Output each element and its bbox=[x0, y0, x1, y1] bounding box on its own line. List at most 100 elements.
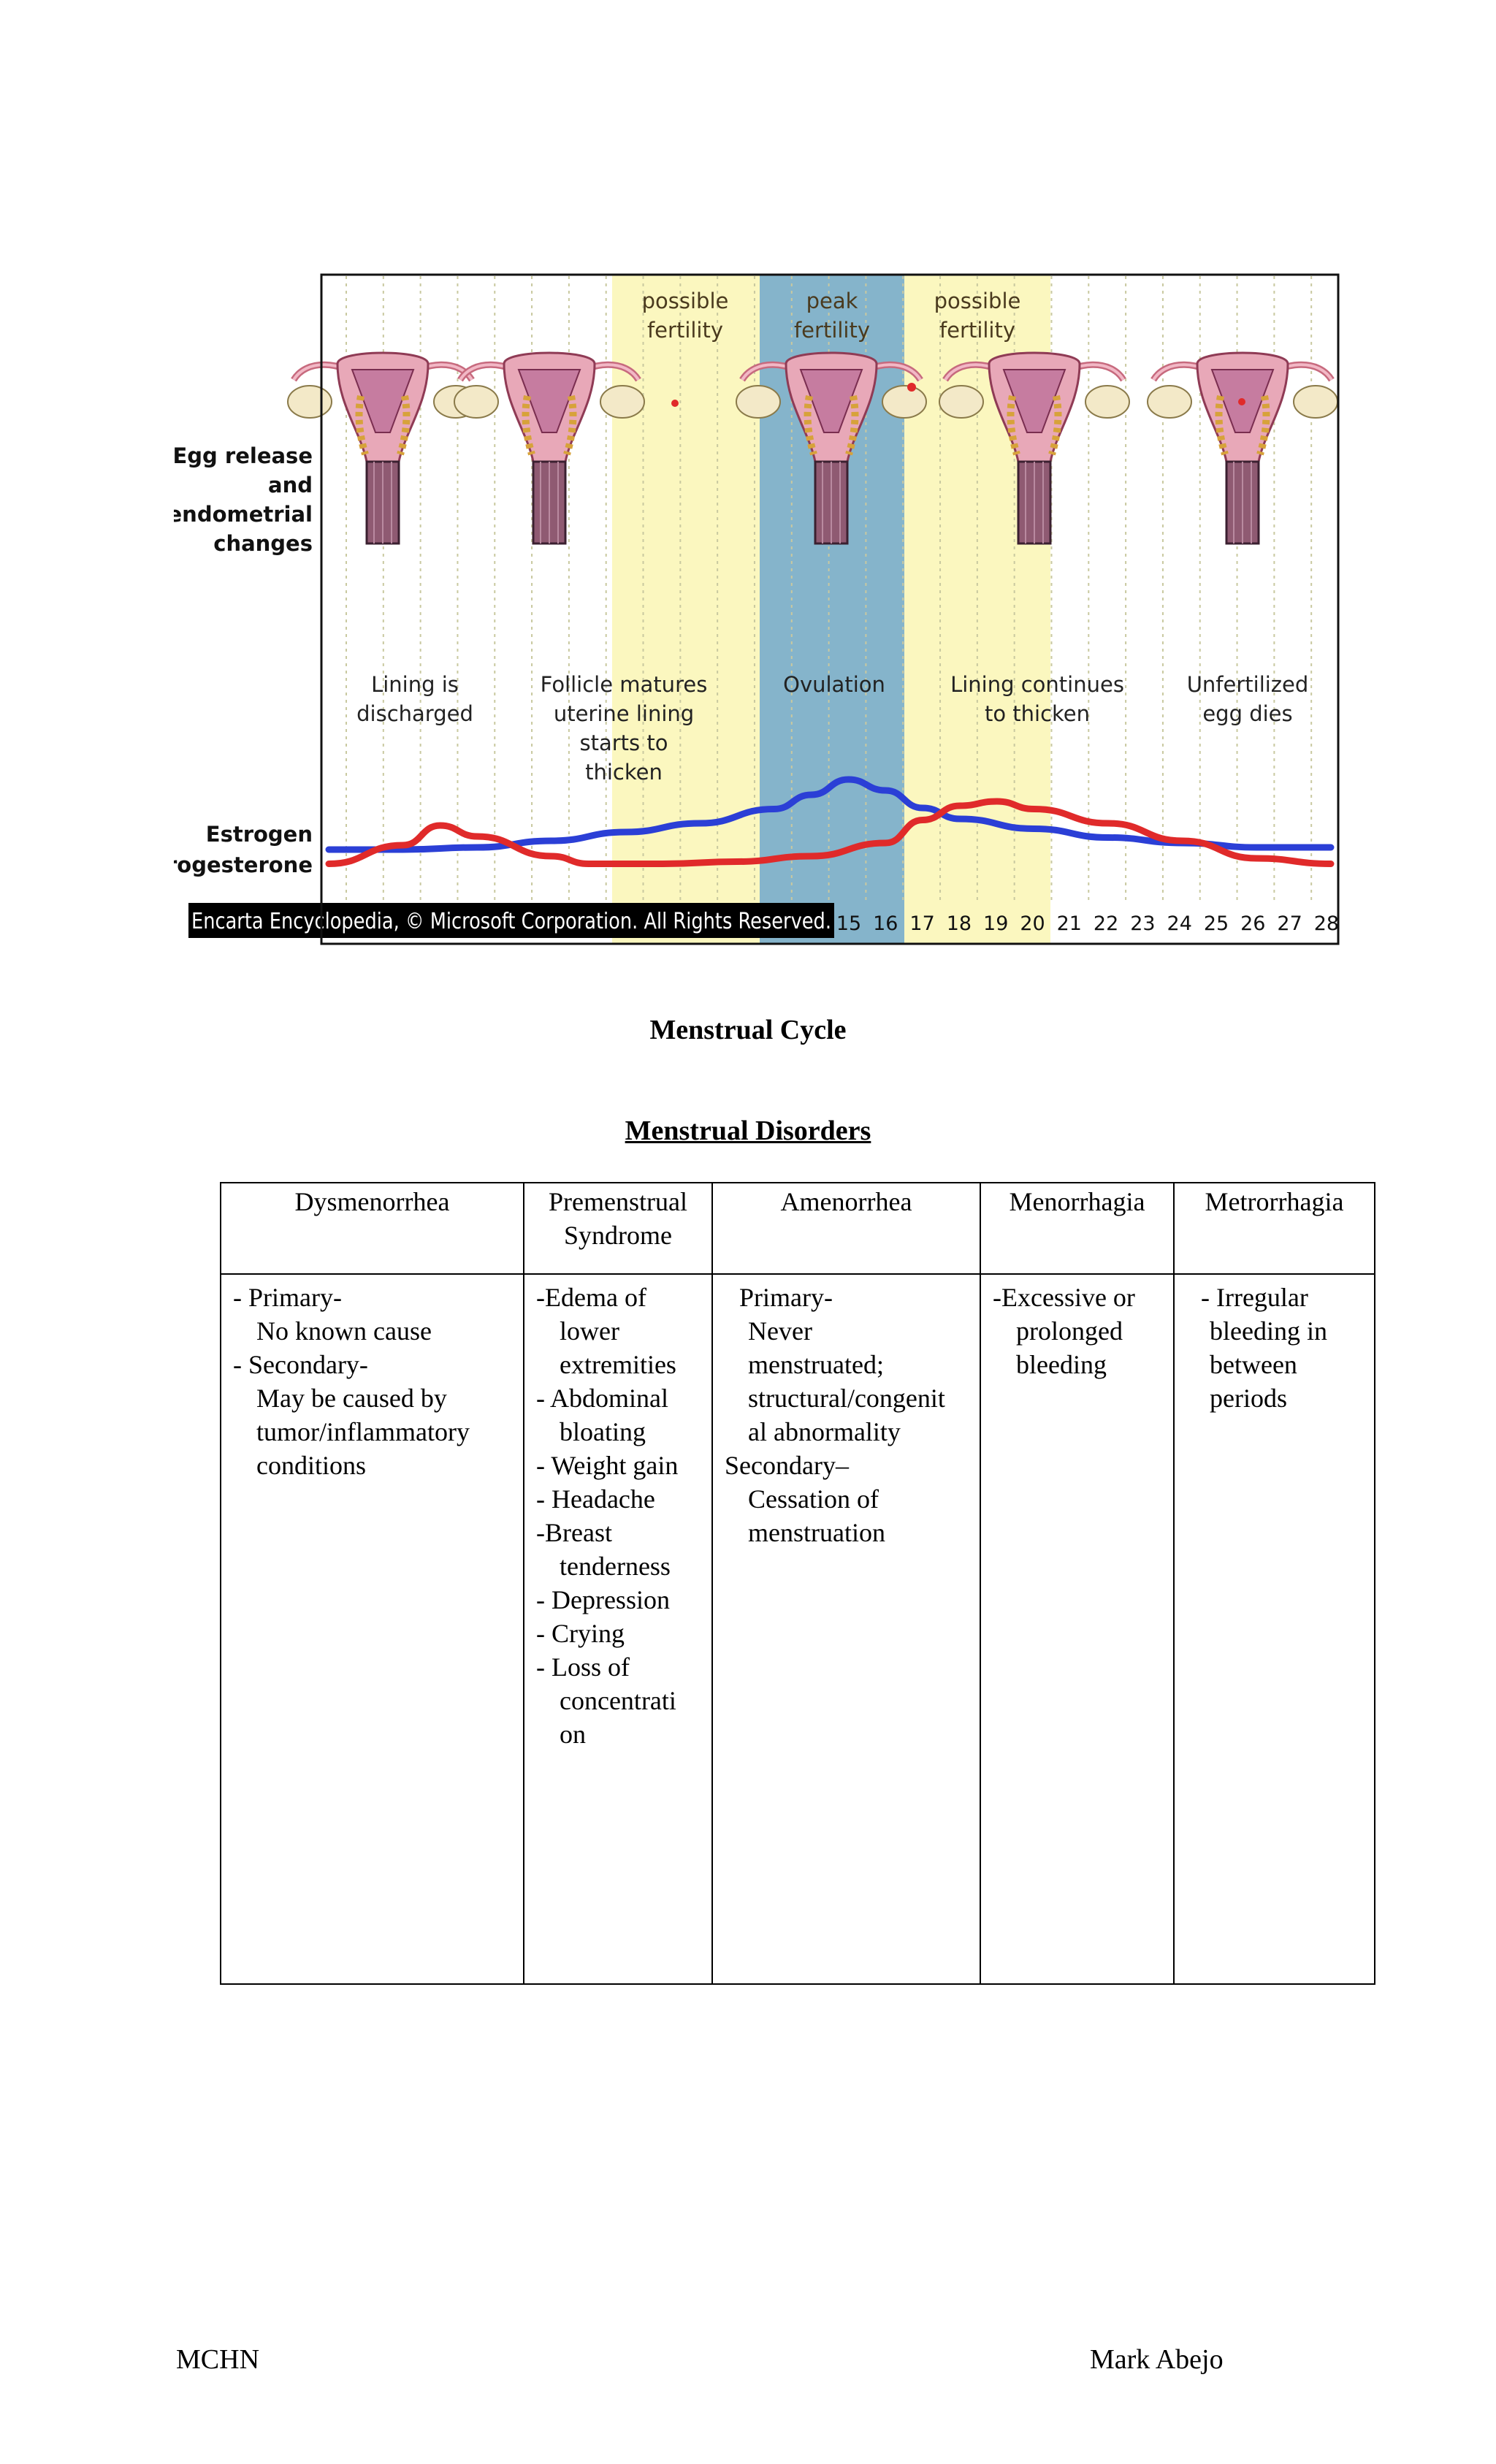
stage-label-4-line1: Lining continues bbox=[950, 672, 1124, 697]
day-label: 27 bbox=[1277, 912, 1302, 935]
stage-label-5-line1: Unfertilized bbox=[1187, 672, 1309, 697]
cell-line: concentrati bbox=[560, 1686, 676, 1715]
cell-line: - Irregular bbox=[1201, 1283, 1308, 1312]
day-label: 26 bbox=[1240, 912, 1265, 935]
cell-line: -Excessive or bbox=[993, 1283, 1135, 1312]
cell-line: al abnormality bbox=[748, 1417, 901, 1446]
cell-line: menstruated; bbox=[748, 1350, 884, 1379]
day-label: 19 bbox=[983, 912, 1008, 935]
zone-left-title-line1: possible bbox=[642, 289, 729, 313]
zone-right-title-line1: possible bbox=[934, 289, 1021, 313]
header-menorrhagia: Menorrhagia bbox=[980, 1182, 1175, 1275]
day-label: 21 bbox=[1057, 912, 1082, 935]
cell-line: May be caused by bbox=[256, 1384, 447, 1413]
estrogen-label: Estrogen bbox=[206, 822, 313, 847]
figure-frame bbox=[320, 273, 1340, 945]
row-label-line2: and bbox=[268, 473, 313, 497]
cell-line: conditions bbox=[256, 1451, 366, 1480]
cell-line: Never bbox=[748, 1316, 812, 1346]
section-title: Menstrual Disorders bbox=[0, 1115, 1496, 1147]
cell-line: tumor/inflammatory bbox=[256, 1417, 470, 1446]
day-label: 17 bbox=[909, 912, 934, 935]
egg-marker-ovulation bbox=[907, 383, 916, 392]
cell-line: - Weight gain bbox=[536, 1451, 679, 1480]
cell-line: bloating bbox=[560, 1417, 646, 1446]
cell-line: - Crying bbox=[536, 1619, 625, 1648]
zone-left-title-line2: fertility bbox=[647, 318, 723, 343]
cell-line: tenderness bbox=[560, 1552, 671, 1581]
cell-line: bleeding in bbox=[1210, 1316, 1327, 1346]
header-text: Syndrome bbox=[564, 1221, 672, 1250]
header-text: Premenstrual bbox=[549, 1187, 687, 1216]
progesterone-curve bbox=[325, 798, 1335, 867]
cell-line: Secondary– bbox=[725, 1451, 849, 1480]
stage-label-4-line2: to thicken bbox=[985, 701, 1090, 726]
cell-line: lower bbox=[560, 1316, 619, 1346]
header-text: Dysmenorrhea bbox=[294, 1187, 450, 1216]
header-text: Metrorrhagia bbox=[1205, 1187, 1344, 1216]
stage-label-1-line1: Lining is bbox=[371, 672, 459, 697]
cell-line: - Abdominal bbox=[536, 1384, 668, 1413]
day-label: 22 bbox=[1094, 912, 1118, 935]
cell-line: Cessation of bbox=[748, 1484, 879, 1514]
footer-course: MCHN bbox=[176, 2344, 260, 2375]
copyright-bar bbox=[188, 903, 834, 938]
zone-peak-title-line2: fertility bbox=[794, 318, 870, 343]
egg-marker-unfertilized bbox=[1238, 398, 1245, 405]
section-title-text: Menstrual Disorders bbox=[625, 1115, 871, 1146]
cell-line: No known cause bbox=[256, 1316, 432, 1346]
row-label-line1: Egg release bbox=[174, 443, 313, 468]
figure-caption: Menstrual Cycle bbox=[649, 1015, 847, 1045]
cell-premenstrual-syndrome: -Edema of lower extremities - Abdominal bloa… bbox=[523, 1273, 713, 1985]
zone-peak-title-line1: peak bbox=[806, 289, 858, 313]
stage-label-2-line4: thicken bbox=[585, 760, 663, 785]
cell-line: extremities bbox=[560, 1350, 676, 1379]
footer-author: Mark Abejo bbox=[1090, 2344, 1224, 2375]
progesterone-label: Progesterone bbox=[174, 853, 313, 877]
copyright-text: Encarta Encyclopedia, © Microsoft Corpor… bbox=[191, 909, 831, 934]
cell-line: -Breast bbox=[536, 1518, 612, 1547]
hormone-curves bbox=[325, 776, 1335, 867]
header-text: Menorrhagia bbox=[1009, 1187, 1145, 1216]
cell-line: - Primary- bbox=[233, 1283, 342, 1312]
day-label: 16 bbox=[873, 912, 898, 935]
cell-line: between bbox=[1210, 1350, 1297, 1379]
egg-marker-follicle bbox=[671, 400, 679, 407]
estrogen-curve bbox=[325, 776, 1335, 853]
stage-label-3-line1: Ovulation bbox=[783, 672, 885, 697]
stage-label-2-line2: uterine lining bbox=[554, 701, 694, 726]
cell-line: menstruation bbox=[748, 1518, 885, 1547]
cell-line: - Depression bbox=[536, 1585, 670, 1614]
stage-label-1-line2: discharged bbox=[356, 701, 473, 726]
day-label: 24 bbox=[1167, 912, 1192, 935]
zone-right-title-line2: fertility bbox=[939, 318, 1015, 343]
table-row: - Primary- No known cause - Secondary- May … bbox=[220, 1273, 1375, 1985]
day-label: 20 bbox=[1020, 912, 1045, 935]
header-amenorrhea: Amenorrhea bbox=[711, 1182, 981, 1275]
menstrual-cycle-figure: possible fertility peak fertility possib… bbox=[174, 273, 1343, 945]
header-text: Amenorrhea bbox=[780, 1187, 912, 1216]
cell-line: - Loss of bbox=[536, 1652, 630, 1682]
cell-line: on bbox=[560, 1720, 586, 1749]
cell-line: - Secondary- bbox=[233, 1350, 368, 1379]
header-metrorrhagia: Metrorrhagia bbox=[1173, 1182, 1375, 1275]
day-label: 25 bbox=[1204, 912, 1229, 935]
row-label-line4: changes bbox=[213, 531, 313, 556]
cell-line: -Edema of bbox=[536, 1283, 646, 1312]
day-label: 28 bbox=[1314, 912, 1339, 935]
header-dysmenorrhea: Dysmenorrhea bbox=[220, 1182, 524, 1275]
day-label: 15 bbox=[836, 912, 861, 935]
cell-menorrhagia: -Excessive or prolonged bleeding bbox=[980, 1273, 1175, 1985]
cell-line: prolonged bbox=[1016, 1316, 1123, 1346]
cell-line: structural/congenit bbox=[748, 1384, 945, 1413]
cell-dysmenorrhea: - Primary- No known cause - Secondary- May … bbox=[220, 1273, 524, 1985]
row-label-line3: endometrial bbox=[174, 502, 313, 527]
cell-line: - Headache bbox=[536, 1484, 655, 1514]
cell-line: bleeding bbox=[1016, 1350, 1107, 1379]
stage-label-2-line3: starts to bbox=[580, 731, 668, 755]
